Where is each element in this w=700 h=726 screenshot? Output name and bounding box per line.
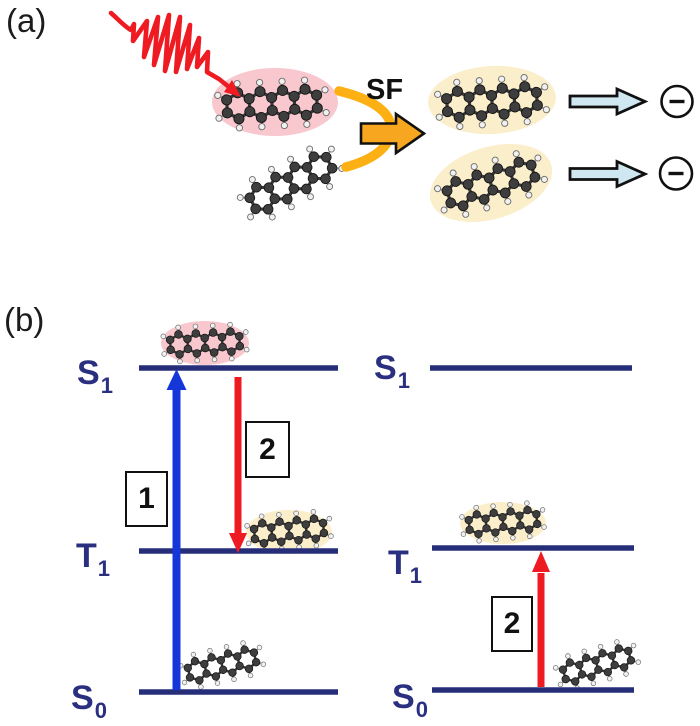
t1-right-base: T [388,544,409,582]
t1-label-left: T1 [76,537,110,580]
s0-label-right: S0 [392,678,428,721]
s1-right-base: S [374,349,397,387]
electron-arrow-icon-1 [568,86,649,117]
s0-left-sub: 0 [94,698,107,723]
electron-icon-2 [658,156,694,191]
electron-icon-1 [660,84,694,119]
t1-right-sub: 1 [409,563,423,588]
t1-left-sub: 1 [97,556,111,581]
absorption-arrow [166,369,187,690]
molecule-s0-right [549,633,645,697]
decay-arrow [229,377,247,553]
molecule-s0-left [174,635,270,695]
triplet-population-arrow [532,551,550,687]
molecule-ground-neighbor [229,134,353,232]
s0-right-sub: 0 [415,697,428,722]
s1-left-base: S [77,354,100,392]
s1-right-sub: 1 [397,368,410,393]
s1-left-sub: 1 [100,373,113,398]
s1-label-right: S1 [374,349,410,392]
photon-pulse-icon [108,10,241,97]
panel-b-label: (b) [4,301,45,338]
s0-left-base: S [71,679,94,717]
t1-left-base: T [76,537,97,575]
s1-label-left: S1 [77,354,113,397]
sf-arrow-icon [359,111,427,156]
step-2-box-left: 2 [245,421,290,478]
s0-right-base: S [392,678,415,716]
panel-a-label: (a) [6,2,47,39]
electron-arrow-icon-2 [568,159,649,189]
s0-label-left: S0 [71,679,107,722]
step-2-box-right: 2 [491,596,533,652]
t1-label-right: T1 [388,544,422,587]
step-1-box: 1 [125,471,168,527]
sf-label: SF [366,74,404,106]
